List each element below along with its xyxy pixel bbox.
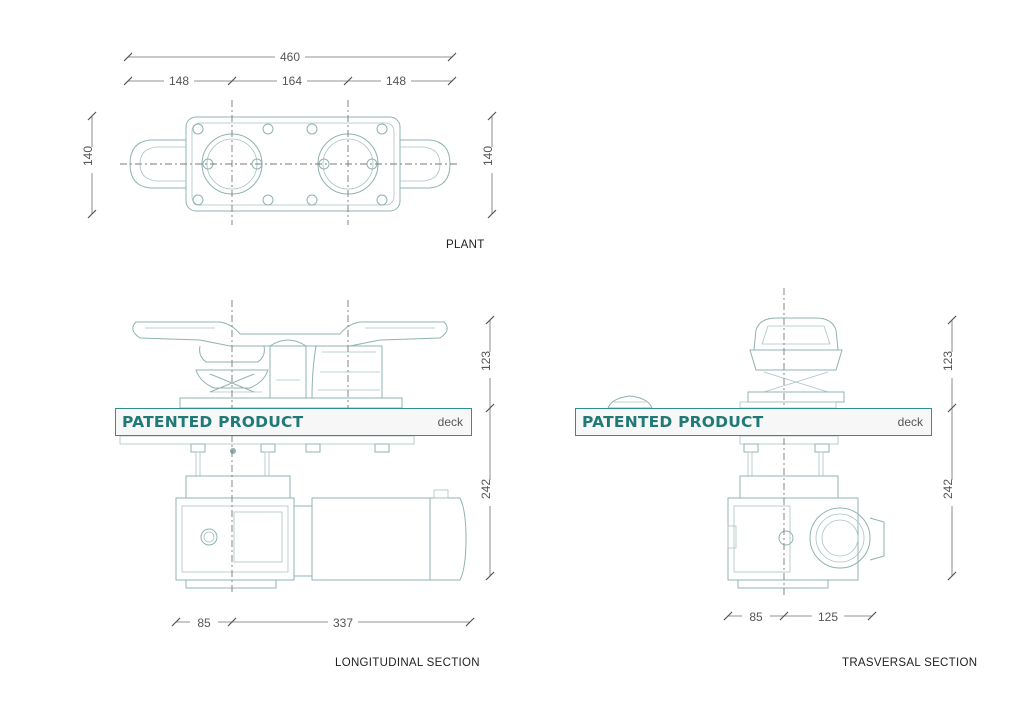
- longitudinal-drums: [195, 339, 383, 399]
- plant-view-title: PLANT: [446, 239, 485, 251]
- longitudinal-view-title: LONGITUDINAL SECTION: [335, 657, 480, 669]
- trasversal-deck-banner: PATENTED PRODUCT deck: [575, 408, 932, 436]
- deck-label: deck: [437, 415, 463, 429]
- dim-width-left: 140: [81, 146, 95, 166]
- dim-trans-height-above-deck: 123: [941, 351, 955, 371]
- trasversal-height-dimensions: 123 242: [941, 315, 960, 581]
- dim-long-height-above-deck: 123: [479, 351, 493, 371]
- dim-left-segment: 148: [169, 74, 189, 88]
- longitudinal-length-dimensions: 85 337: [171, 615, 475, 630]
- deck-label: deck: [897, 415, 923, 429]
- dim-right-segment: 148: [386, 74, 406, 88]
- plant-overall-dimension: 460: [123, 49, 457, 64]
- longitudinal-cleat-horns: [132, 321, 448, 347]
- dim-overall-length: 460: [280, 50, 300, 64]
- plant-segment-dimensions: 148 164 148: [123, 73, 457, 88]
- trasversal-gearbox: [727, 475, 885, 589]
- longitudinal-motor: [293, 489, 467, 581]
- trasversal-view-title: TRASVERSAL SECTION: [842, 657, 977, 669]
- longitudinal-gearbox: [175, 475, 295, 589]
- trasversal-width-dimensions: 85 125: [723, 609, 877, 624]
- dim-long-height-below-deck: 242: [479, 479, 493, 499]
- plant-width-dimension-right: 140: [481, 111, 500, 219]
- patented-product-label: PATENTED PRODUCT: [122, 413, 304, 431]
- longitudinal-deck-banner: PATENTED PRODUCT deck: [115, 408, 472, 436]
- dim-middle-segment: 164: [282, 74, 302, 88]
- plant-view: 460 148 164 148 140: [81, 49, 500, 251]
- dim-trans-left-offset: 85: [749, 610, 763, 624]
- longitudinal-section-view: 123 242 85 337 LONGITUDINAL SECTION: [119, 300, 498, 669]
- dim-long-motor-length: 337: [333, 616, 353, 630]
- trasversal-section-view: 123 242 85 125 TRASVERSAL SECTION: [607, 288, 977, 669]
- trasversal-cleat-head: [739, 317, 845, 409]
- plant-width-dimension-left: 140: [81, 111, 100, 219]
- dim-width-right: 140: [481, 146, 495, 166]
- plant-cleat-outline: [120, 100, 460, 225]
- longitudinal-height-dimensions: 123 242: [479, 315, 498, 581]
- dim-trans-right-offset: 125: [818, 610, 838, 624]
- trasversal-studs: [743, 443, 830, 477]
- dim-trans-height-below-deck: 242: [941, 479, 955, 499]
- dim-long-left-offset: 85: [197, 616, 211, 630]
- longitudinal-studs: [190, 443, 390, 477]
- trasversal-side-cap: [607, 395, 653, 409]
- patented-product-label: PATENTED PRODUCT: [582, 413, 764, 431]
